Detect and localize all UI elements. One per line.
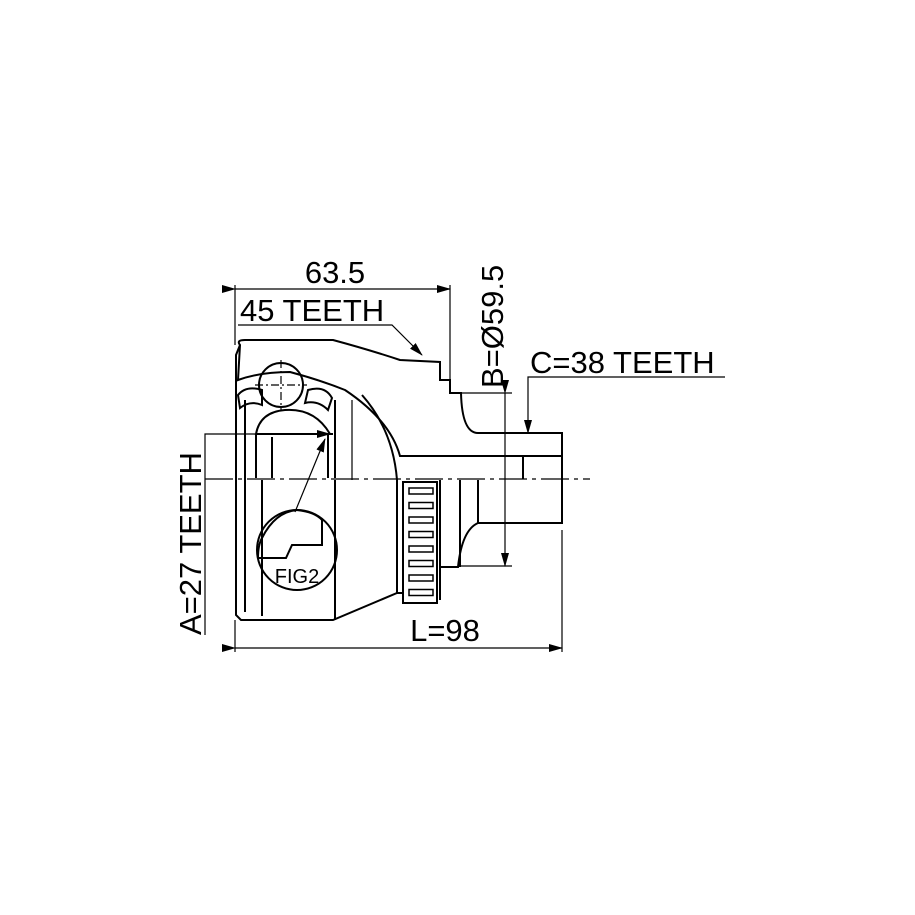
abs-ring [402, 481, 438, 604]
inner-race-section [254, 408, 332, 435]
inner-spline-label: A=27 TEETH [173, 452, 208, 635]
outer-spline-label: C=38 TEETH [530, 345, 715, 380]
abs-tooth [408, 588, 434, 597]
fig2-label: FIG2 [275, 566, 319, 588]
abs-tooth [408, 487, 434, 495]
length-label: L=98 [410, 613, 480, 648]
abs-tooth [408, 574, 434, 582]
dim-63-5: 63.5 [305, 255, 365, 290]
abs-tooth [408, 530, 434, 539]
outer-teeth-label: 45 TEETH [240, 293, 384, 328]
ball [258, 362, 304, 408]
housing-section [236, 339, 563, 457]
diameter-label: B=Ø59.5 [475, 265, 510, 388]
abs-tooth [408, 516, 434, 524]
abs-tooth [408, 501, 434, 510]
abs-tooth [408, 545, 434, 553]
fig2-detail: FIG2 [256, 508, 338, 591]
abs-tooth [408, 559, 434, 568]
